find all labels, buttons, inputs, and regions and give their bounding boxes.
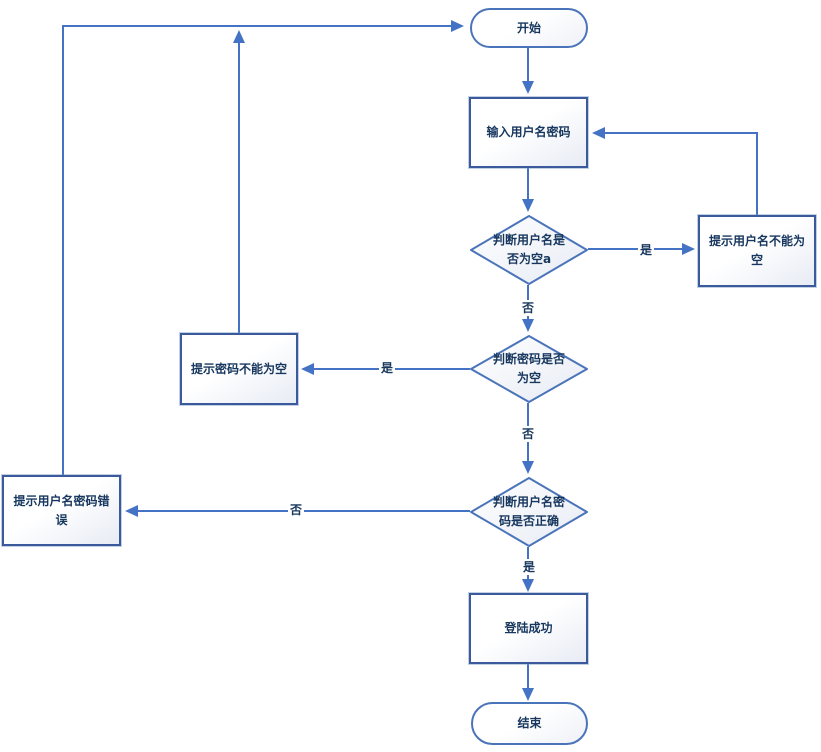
node-check-username-empty: 判断用户名是否为空a <box>470 215 588 285</box>
node-warn-username-empty: 提示用户名不能为空 <box>698 215 816 287</box>
node-warn-password-empty-label: 提示密码不能为空 <box>190 361 287 376</box>
node-start-label: 开始 <box>516 20 541 35</box>
node-check-credentials-correct-label: 判断用户名密码是否正确 <box>492 494 565 528</box>
edge-label-password-empty-no: 否 <box>520 426 537 442</box>
node-login-success-label: 登陆成功 <box>504 621 553 636</box>
node-warn-credentials-wrong-label: 提示用户名密码错误 <box>13 493 110 527</box>
edge-label-password-empty-yes: 是 <box>379 360 396 376</box>
node-warn-password-empty: 提示密码不能为空 <box>180 333 298 405</box>
decision-shape-check-correct <box>470 477 588 547</box>
node-warn-username-empty-label: 提示用户名不能为空 <box>708 234 805 267</box>
edge-label-credentials-correct-no: 否 <box>288 502 305 518</box>
edge-label-username-empty-no: 否 <box>520 300 537 316</box>
edge-label-credentials-correct-yes: 是 <box>521 559 538 575</box>
node-check-password-empty-label: 判断密码是否为空 <box>492 351 565 385</box>
edge-warn-username-to-input <box>592 127 758 215</box>
node-login-success: 登陆成功 <box>469 593 588 664</box>
edge-warn-wrong-to-start <box>62 20 464 475</box>
node-end-label: 结束 <box>517 716 542 731</box>
decision-shape-check-password <box>470 335 588 403</box>
node-end: 结束 <box>471 702 588 745</box>
edge-label-username-empty-yes: 是 <box>638 242 655 258</box>
node-check-username-empty-label: 判断用户名是否为空a <box>492 232 565 266</box>
node-warn-credentials-wrong: 提示用户名密码错误 <box>2 475 121 546</box>
node-start: 开始 <box>470 8 588 48</box>
node-input-credentials: 输入用户名密码 <box>469 97 588 168</box>
node-check-credentials-correct: 判断用户名密码是否正确 <box>470 477 588 547</box>
node-input-credentials-label: 输入用户名密码 <box>486 125 571 140</box>
node-check-password-empty: 判断密码是否为空 <box>470 335 588 403</box>
decision-shape-check-username <box>470 215 588 285</box>
